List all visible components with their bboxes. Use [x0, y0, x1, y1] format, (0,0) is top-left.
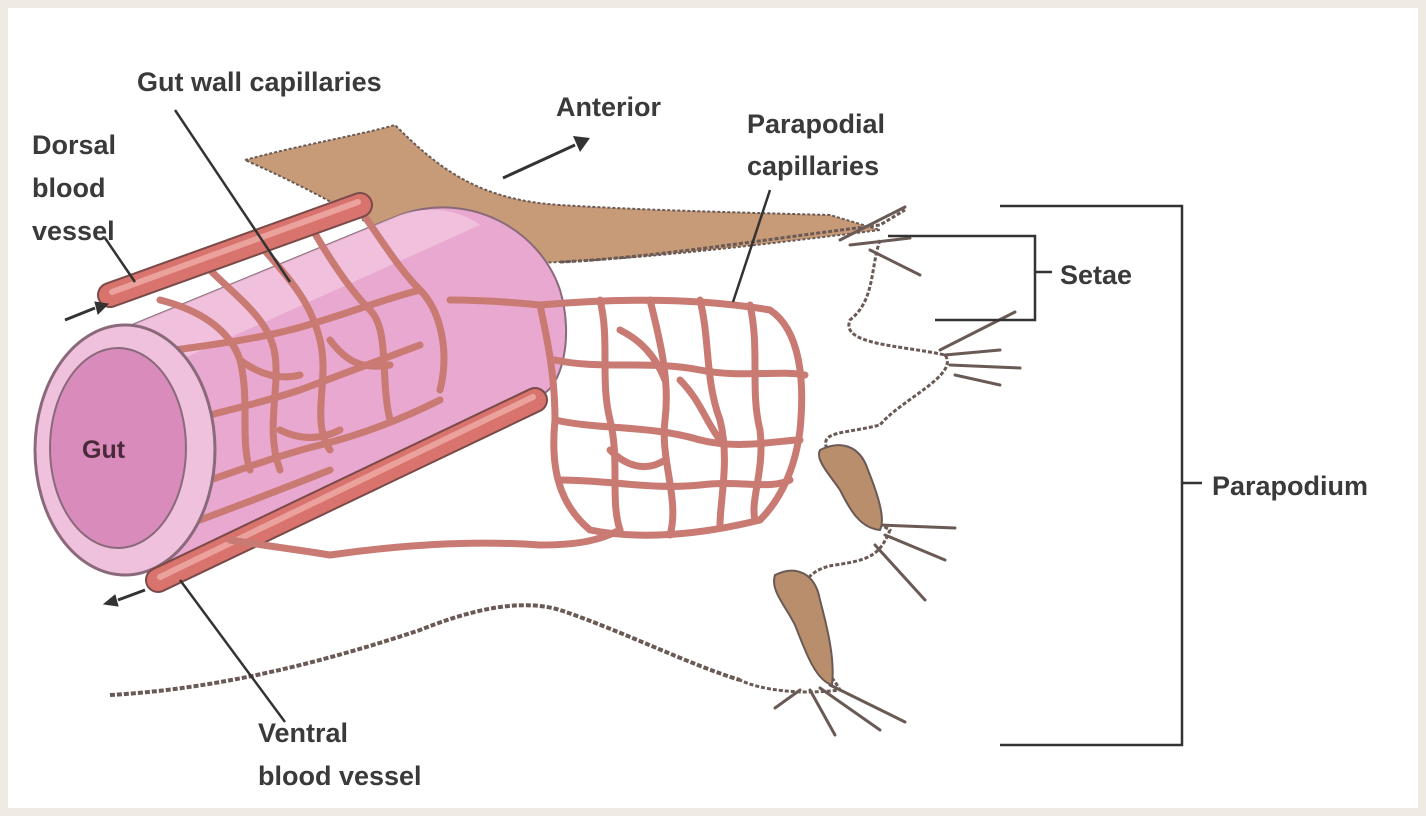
label-parapodial-line-1: Parapodial [747, 109, 885, 139]
label-dorsal-line-2: blood [32, 173, 105, 203]
label-gut-wall-capillaries: Gut wall capillaries [137, 67, 382, 97]
setal-sac-lower [774, 571, 833, 685]
label-dorsal-line-1: Dorsal [32, 130, 116, 160]
anterior-arrow-icon [503, 136, 590, 178]
parapodium-outline-lower [110, 605, 740, 695]
setal-sac-upper [819, 445, 882, 530]
label-setae: Setae [1060, 260, 1132, 290]
label-ventral-line-2: blood vessel [258, 761, 422, 791]
label-ventral-line-1: Ventral [258, 718, 348, 748]
label-gut: Gut [82, 436, 126, 464]
label-parapodial-line-2: capillaries [747, 151, 879, 181]
label-parapodium: Parapodium [1212, 471, 1368, 501]
setae-bracket [888, 236, 1052, 320]
label-anterior: Anterior [556, 92, 662, 122]
label-dorsal-line-3: vessel [32, 216, 115, 246]
